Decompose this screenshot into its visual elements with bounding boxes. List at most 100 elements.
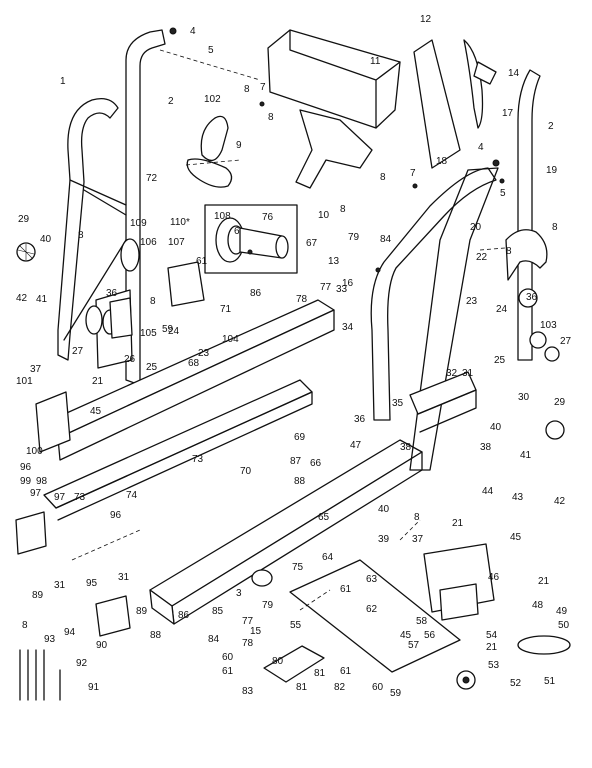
callout-label: 92 (76, 658, 88, 669)
callout-label: 61 (196, 256, 208, 267)
callout-label: 29 (18, 214, 30, 225)
roller-3 (251, 569, 273, 587)
bracket-105 (109, 297, 133, 339)
callout-label: 45 (510, 532, 522, 543)
callout-label: 61 (340, 584, 352, 595)
right-handle-post (517, 69, 541, 361)
callout-label: 73 (74, 492, 86, 503)
callout-label: 80 (272, 656, 284, 667)
left-upright-post (125, 29, 166, 386)
callout-label: 85 (212, 606, 224, 617)
right-upright-frame (370, 167, 497, 421)
callout-label: 37 (30, 364, 42, 375)
callout-label: 110* (170, 217, 190, 228)
callout-label: 45 (400, 630, 412, 641)
callout-label: 8 (506, 246, 512, 257)
callout-label: 78 (296, 294, 308, 305)
callout-label: 43 (512, 492, 524, 503)
assembly-lines (71, 49, 506, 611)
callout-label: 109 (130, 218, 147, 229)
callout-label: 33 (336, 284, 348, 295)
fastener (169, 27, 177, 35)
rods-91-92 (19, 649, 61, 701)
center-rail-end (149, 589, 175, 625)
callout-label: 31 (462, 368, 474, 379)
callout-label: 35 (392, 398, 404, 409)
callout-label: 91 (88, 682, 100, 693)
callout-label: 45 (90, 406, 102, 417)
callout-label: 71 (220, 304, 232, 315)
left-diagonal-tube (63, 179, 127, 341)
callout-label: 104 (222, 334, 239, 345)
callout-label: 2 (548, 121, 554, 132)
callout-label: 61 (222, 666, 234, 677)
callout-label: 100 (26, 446, 43, 457)
callout-label: 25 (146, 362, 158, 373)
callout-label: 24 (168, 326, 180, 337)
seat-cushion-edge (289, 29, 401, 129)
callout-label: 78 (242, 638, 254, 649)
foot-100 (35, 391, 71, 453)
callout-label: 50 (558, 620, 570, 631)
callout-label: 16 (342, 278, 354, 289)
callout-label: 40 (378, 504, 390, 515)
callout-label: 6 (234, 226, 240, 237)
callout-label: 101 (16, 376, 33, 387)
callout-label: 7 (410, 168, 416, 179)
callout-label: 94 (64, 627, 76, 638)
callout-label: 8 (268, 112, 274, 123)
callout-label: 65 (318, 512, 330, 523)
callout-label: 21 (92, 376, 104, 387)
callout-label: 22 (476, 252, 488, 263)
callout-label: 84 (380, 234, 392, 245)
callout-label: 48 (532, 600, 544, 611)
callout-label: 12 (420, 14, 432, 25)
flywheel-box-outline (204, 204, 298, 274)
callout-label: 60 (372, 682, 384, 693)
callout-label: 88 (294, 476, 306, 487)
parts-drawing (15, 27, 571, 701)
callout-label: 95 (86, 578, 98, 589)
callout-label: 18 (436, 156, 448, 167)
callout-label: 24 (496, 304, 508, 315)
seat-carriage (295, 109, 373, 189)
callout-label: 52 (510, 678, 522, 689)
callout-label: 97 (54, 492, 66, 503)
right-handwheel-29 (545, 420, 565, 440)
callout-label: 54 (486, 630, 498, 641)
end-cap-97 (15, 511, 47, 555)
callout-label: 25 (494, 355, 506, 366)
cable-14 (463, 39, 484, 129)
callout-label: 53 (488, 660, 500, 671)
callout-label: 83 (242, 686, 254, 697)
callout-label: 59 (162, 324, 174, 335)
callout-label: 21 (538, 576, 550, 587)
callout-label: 10 (318, 210, 330, 221)
callout-label: 32 (446, 368, 458, 379)
callout-label: 70 (240, 466, 252, 477)
callout-label: 8 (150, 296, 156, 307)
bracket-107 (167, 261, 205, 307)
belt-51 (517, 635, 571, 655)
callout-label: 88 (150, 630, 162, 641)
drive-belt-110 (186, 158, 233, 188)
callout-label: 41 (36, 294, 48, 305)
callout-label: 96 (110, 510, 122, 521)
callout-label: 8 (78, 230, 84, 241)
callout-label: 82 (334, 682, 346, 693)
callout-label: 76 (262, 212, 274, 223)
drive-belt-102 (200, 115, 229, 162)
callout-label: 19 (546, 165, 558, 176)
callout-label: 75 (292, 562, 304, 573)
callout-label: 36 (106, 288, 118, 299)
callout-label: 40 (490, 422, 502, 433)
callout-label: 1 (60, 76, 66, 87)
axle-76 (239, 227, 283, 259)
callout-label: 14 (508, 68, 520, 79)
callout-label: 44 (482, 486, 494, 497)
bracket-56 (439, 583, 479, 621)
callout-label: 67 (306, 238, 318, 249)
callout-label: 105 (140, 328, 157, 339)
callout-label: 31 (54, 580, 66, 591)
callout-label: 59 (390, 688, 402, 699)
